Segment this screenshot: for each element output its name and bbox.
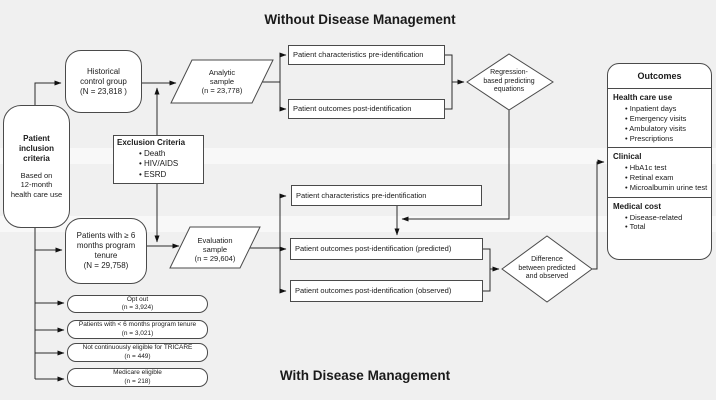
patient-inclusion-title: Patient inclusion criteria [18,133,55,163]
connector-analytic-charpre [279,52,287,82]
outcomes-item: Retinal exam [625,173,708,183]
exclusion-item: ESRD [139,170,181,180]
node-opt-out: Opt out (n = 3,924) [67,295,208,313]
connector-analytic-outpost [279,82,287,112]
node-outcomes-predicted: Patient outcomes post-identification (pr… [290,238,483,260]
outcomes-item: Emergency visits [625,114,708,124]
connector-difference-outcomes [592,159,605,270]
outcomes-item: Microalbumin urine test [625,183,708,193]
bracket-predicted-observed [483,248,491,292]
node-lt6-tenure: Patients with < 6 months program tenure … [67,320,208,339]
analytic-sample-parallelogram [170,59,274,104]
outcomes-section-medical-cost: Medical cost Disease-related Total [608,196,711,237]
outcomes-panel: Outcomes Health care use Inpatient days … [607,63,712,260]
outcomes-item: Total [625,222,708,232]
evaluation-sample-parallelogram [169,226,261,269]
exclusion-item: Death [139,149,181,159]
connector-inclusion-historical [34,80,62,105]
outcomes-item: Inpatient days [625,104,708,114]
node-char-pre-top: Patient characteristics pre-identificati… [288,45,445,65]
background-band [0,216,716,232]
node-regression-diamond: Regression- based predicting equations [483,69,535,94]
node-analytic-sample: Analytic sample (n = 23,778) [201,68,243,95]
title-without-dm: Without Disease Management [264,12,456,27]
exclusion-criteria-title: Exclusion Criteria [117,138,186,147]
bracket-top-boxes [445,54,453,110]
title-with-dm: With Disease Management [279,368,451,383]
node-char-pre-mid: Patient characteristics pre-identificati… [291,185,482,206]
node-patients-tenure: Patients with ≥ 6 months program tenure … [65,218,147,284]
node-not-eligible: Not continuously eligible for TRICARE (n… [67,343,208,362]
node-difference-diamond: Difference between predicted and observe… [518,256,576,281]
outcomes-item: Disease-related [625,213,708,223]
node-historical-control: Historical control group (N = 23,818 ) [65,50,142,113]
difference-diamond-shape [501,235,593,303]
section-heading: Clinical [613,152,642,162]
node-patient-inclusion: Patient inclusion criteria Based on 12-m… [3,105,70,228]
connector-regression-mid [401,110,510,222]
regression-diamond-shape [466,53,554,111]
node-medicare: Medicare eligible (n = 218) [67,368,208,387]
section-heading: Medical cost [613,201,662,211]
exclusion-item: HIV/AIDS [139,159,181,169]
node-outcomes-post-top: Patient outcomes post-identification [288,99,445,119]
node-evaluation-sample: Evaluation sample (n = 29,604) [194,235,236,263]
outcomes-item: Prescriptions [625,134,708,144]
patient-inclusion-subtitle: Based on 12-month health care use [10,170,63,199]
outcomes-section-healthcare: Health care use Inpatient days Emergency… [608,89,711,147]
outcomes-item: HbA1c test [625,163,708,173]
node-outcomes-observed: Patient outcomes post-identification (ob… [290,280,483,302]
node-exclusion-criteria: Exclusion Criteria Death HIV/AIDS ESRD [113,135,204,184]
outcomes-section-clinical: Clinical HbA1c test Retinal exam Microal… [608,147,711,196]
outcomes-panel-title: Outcomes [608,64,711,90]
section-heading: Health care use [613,93,673,103]
outcomes-item: Ambulatory visits [625,124,708,134]
